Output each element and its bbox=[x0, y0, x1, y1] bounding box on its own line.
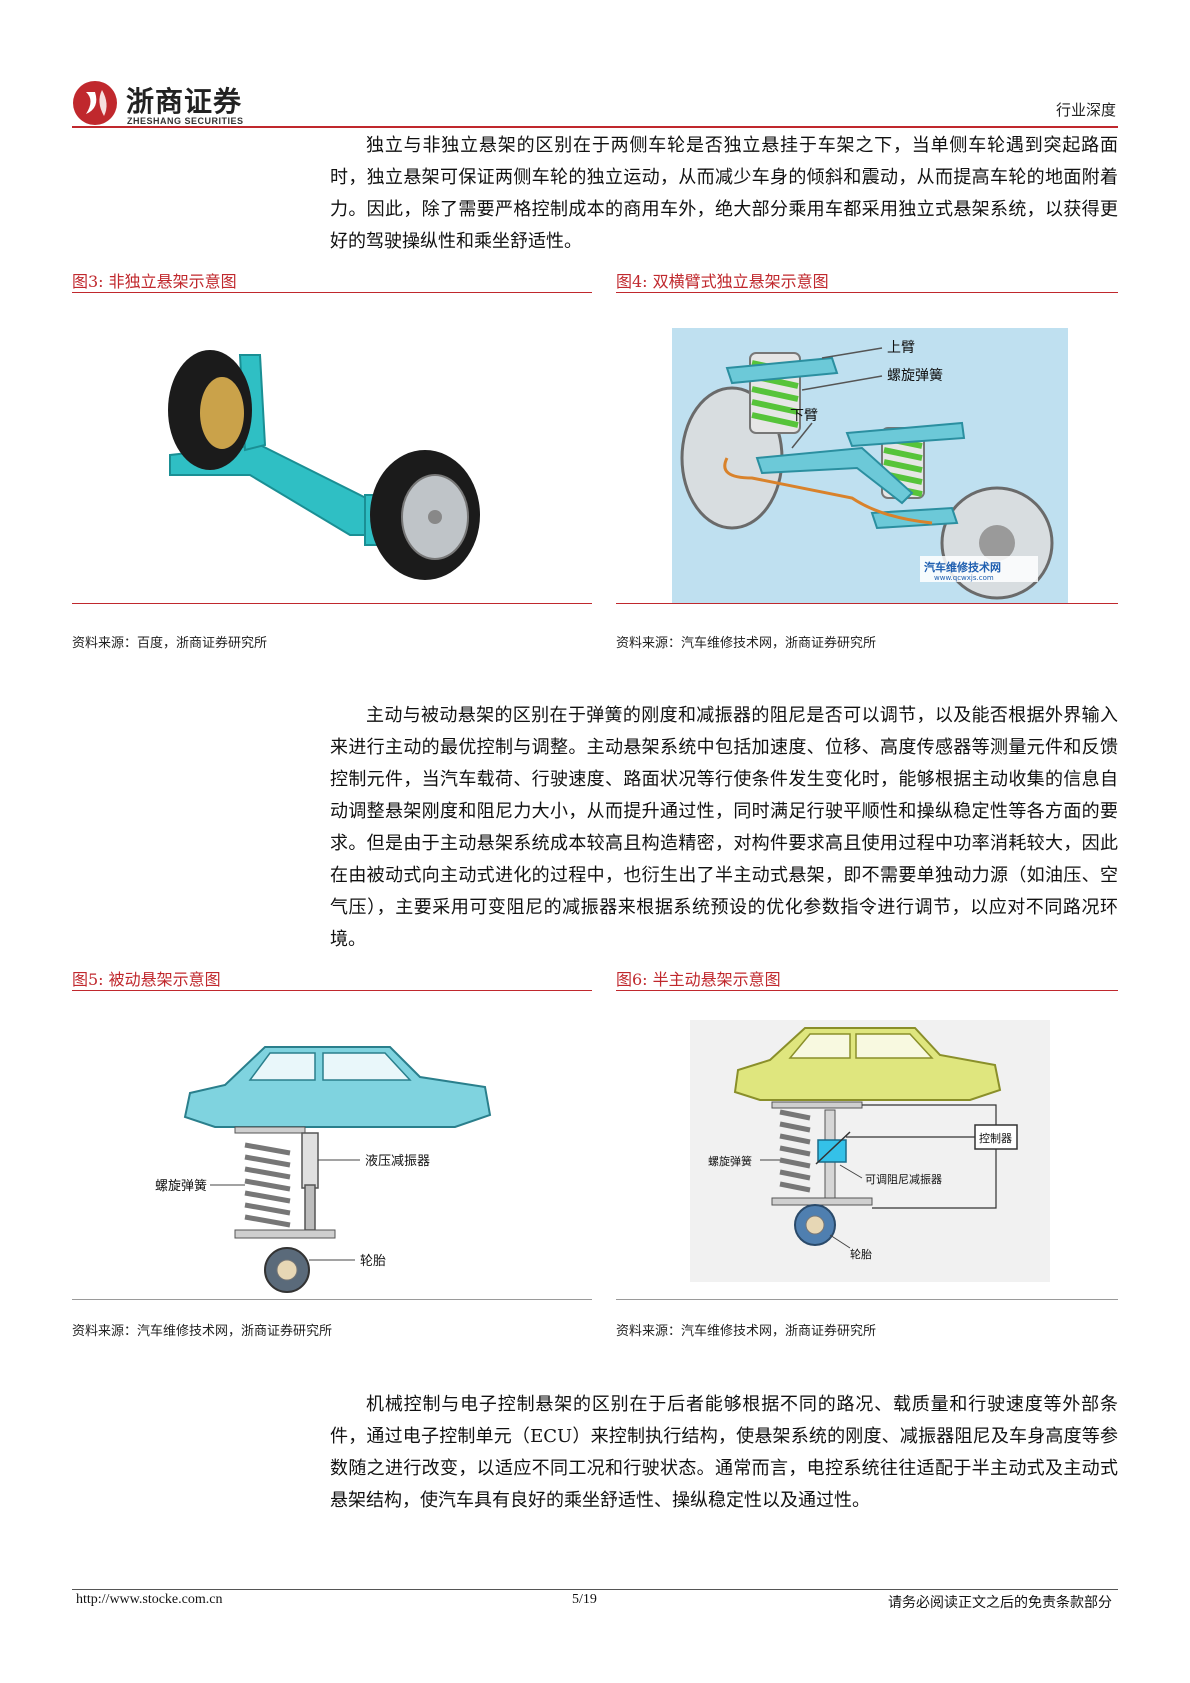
zheshang-logo-icon bbox=[73, 81, 117, 125]
paragraph-text: 主动与被动悬架的区别在于弹簧的刚度和减振器的阻尼是否可以调节，以及能否根据外界输… bbox=[330, 705, 1118, 950]
controller-label: 控制器 bbox=[979, 1131, 1012, 1145]
figure-3-top-rule bbox=[72, 292, 592, 293]
coil-spring-label: 螺旋弹簧 bbox=[708, 1154, 752, 1168]
brand-name-en: ZHESHANG SECURITIES bbox=[127, 116, 244, 126]
figure-5-bottom-rule bbox=[72, 1299, 592, 1300]
figure-5-top-rule bbox=[72, 990, 592, 991]
figure-6-title: 图6: 半主动悬架示意图 bbox=[616, 970, 781, 989]
damper-label: 可调阻尼减振器 bbox=[865, 1172, 942, 1186]
disclaimer-notice: 请务必阅读正文之后的免责条款部分 bbox=[888, 1595, 1112, 1611]
footer-website-link[interactable]: http://www.stocke.com.cn bbox=[76, 1592, 223, 1607]
figure-3-bottom-rule bbox=[72, 603, 592, 604]
figure-3-source: 资料来源：百度，浙商证券研究所 bbox=[72, 636, 268, 651]
figure-6-source: 资料来源：汽车维修技术网，浙商证券研究所 bbox=[616, 1324, 877, 1339]
figure-5-image: 螺旋弹簧 液压减振器 轮胎 bbox=[155, 1046, 492, 1293]
figure-4-bottom-rule bbox=[616, 603, 1118, 604]
figure-4-title: 图4: 双横臂式独立悬架示意图 bbox=[616, 272, 829, 291]
body-paragraph-2: 主动与被动悬架的区别在于弹簧的刚度和减振器的阻尼是否可以调节，以及能否根据外界输… bbox=[330, 700, 1118, 956]
footer-divider bbox=[72, 1589, 1118, 1590]
coil-spring-label: 螺旋弹簧 bbox=[155, 1178, 207, 1194]
figure-3-image bbox=[168, 350, 480, 580]
figure-4-image: 上臂 螺旋弹簧 下臂 汽车维修技术网 www.qcwxjs.com bbox=[672, 328, 1068, 604]
paragraph-text: 独立与非独立悬架的区别在于两侧车轮是否独立悬挂于车架之下，当单侧车轮遇到突起路面… bbox=[330, 135, 1118, 252]
header-divider bbox=[72, 126, 1118, 128]
figure-6-image: 控制器 螺旋弹簧 可调阻尼减振器 轮胎 bbox=[690, 1020, 1050, 1282]
coil-spring-label: 螺旋弹簧 bbox=[887, 368, 943, 384]
figure-4-top-rule bbox=[616, 292, 1118, 293]
lower-arm-label: 下臂 bbox=[790, 408, 818, 424]
figure-3-title: 图3: 非独立悬架示意图 bbox=[72, 272, 237, 291]
figure-5-source: 资料来源：汽车维修技术网，浙商证券研究所 bbox=[72, 1324, 333, 1339]
tire-label: 轮胎 bbox=[360, 1254, 386, 1269]
paragraph-text: 机械控制与电子控制悬架的区别在于后者能够根据不同的路况、载质量和行驶速度等外部条… bbox=[330, 1394, 1118, 1511]
page-number: 5/19 bbox=[572, 1592, 597, 1607]
upper-arm-label: 上臂 bbox=[887, 340, 915, 356]
body-paragraph-3: 机械控制与电子控制悬架的区别在于后者能够根据不同的路况、载质量和行驶速度等外部条… bbox=[330, 1389, 1118, 1517]
figure-4-source: 资料来源：汽车维修技术网，浙商证券研究所 bbox=[616, 636, 877, 651]
body-paragraph-1: 独立与非独立悬架的区别在于两侧车轮是否独立悬挂于车架之下，当单侧车轮遇到突起路面… bbox=[330, 130, 1118, 258]
figure-6-top-rule bbox=[616, 990, 1118, 991]
watermark-text: 汽车维修技术网 bbox=[924, 560, 1001, 574]
figure-6-bottom-rule bbox=[616, 1299, 1118, 1300]
damper-label: 液压减振器 bbox=[365, 1154, 430, 1169]
tire-label: 轮胎 bbox=[850, 1247, 872, 1261]
figure-5-title: 图5: 被动悬架示意图 bbox=[72, 970, 221, 989]
brand-name: 浙商证券 bbox=[126, 85, 243, 118]
watermark-url: www.qcwxjs.com bbox=[934, 574, 994, 582]
report-type: 行业深度 bbox=[1055, 101, 1116, 119]
